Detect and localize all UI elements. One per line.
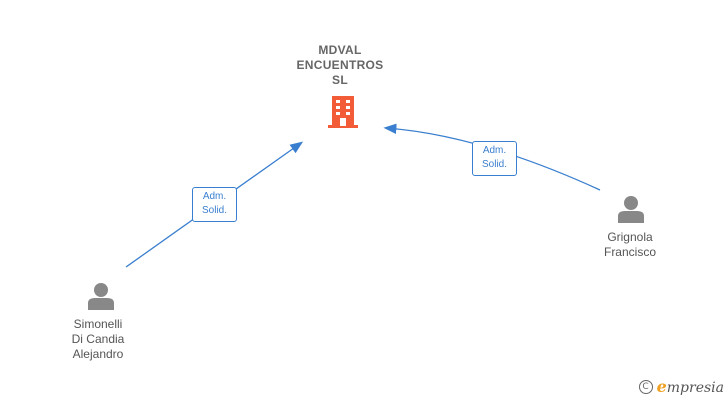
relation-label-line: Adm.	[482, 145, 507, 156]
brand-logo[interactable]: C empresia	[638, 377, 724, 396]
brand-name: empresia	[657, 377, 724, 396]
person-name-line: Simonelli	[73, 317, 123, 331]
person-name-simonelli[interactable]: Simonelli Di Candia Alejandro	[38, 317, 158, 362]
relation-label-line: Solid.	[201, 205, 227, 216]
relation-badge-grignola[interactable]: Adm. Solid.	[472, 141, 517, 176]
person-name-line: Francisco	[603, 245, 656, 259]
brand-name-rest: mpresia	[666, 380, 724, 396]
brand-initial: e	[656, 377, 667, 396]
building-icon[interactable]	[327, 94, 359, 128]
relation-label-line: Solid.	[481, 159, 507, 170]
person-name-line: Di Candia	[71, 332, 125, 346]
person-name-line: Alejandro	[72, 347, 124, 361]
company-name-line: SL	[332, 73, 348, 87]
person-icon[interactable]	[616, 194, 646, 224]
relation-badge-simonelli[interactable]: Adm. Solid.	[192, 187, 237, 222]
person-name-line: Grignola	[607, 230, 653, 244]
company-name-line: MDVAL	[318, 43, 362, 57]
relation-label-line: Adm.	[202, 191, 227, 202]
copyright-icon: C	[638, 379, 653, 394]
company-name[interactable]: MDVAL ENCUENTROS SL	[270, 43, 410, 88]
person-icon[interactable]	[86, 281, 116, 311]
person-name-grignola[interactable]: Grignola Francisco	[570, 230, 690, 260]
company-name-line: ENCUENTROS	[296, 58, 384, 72]
